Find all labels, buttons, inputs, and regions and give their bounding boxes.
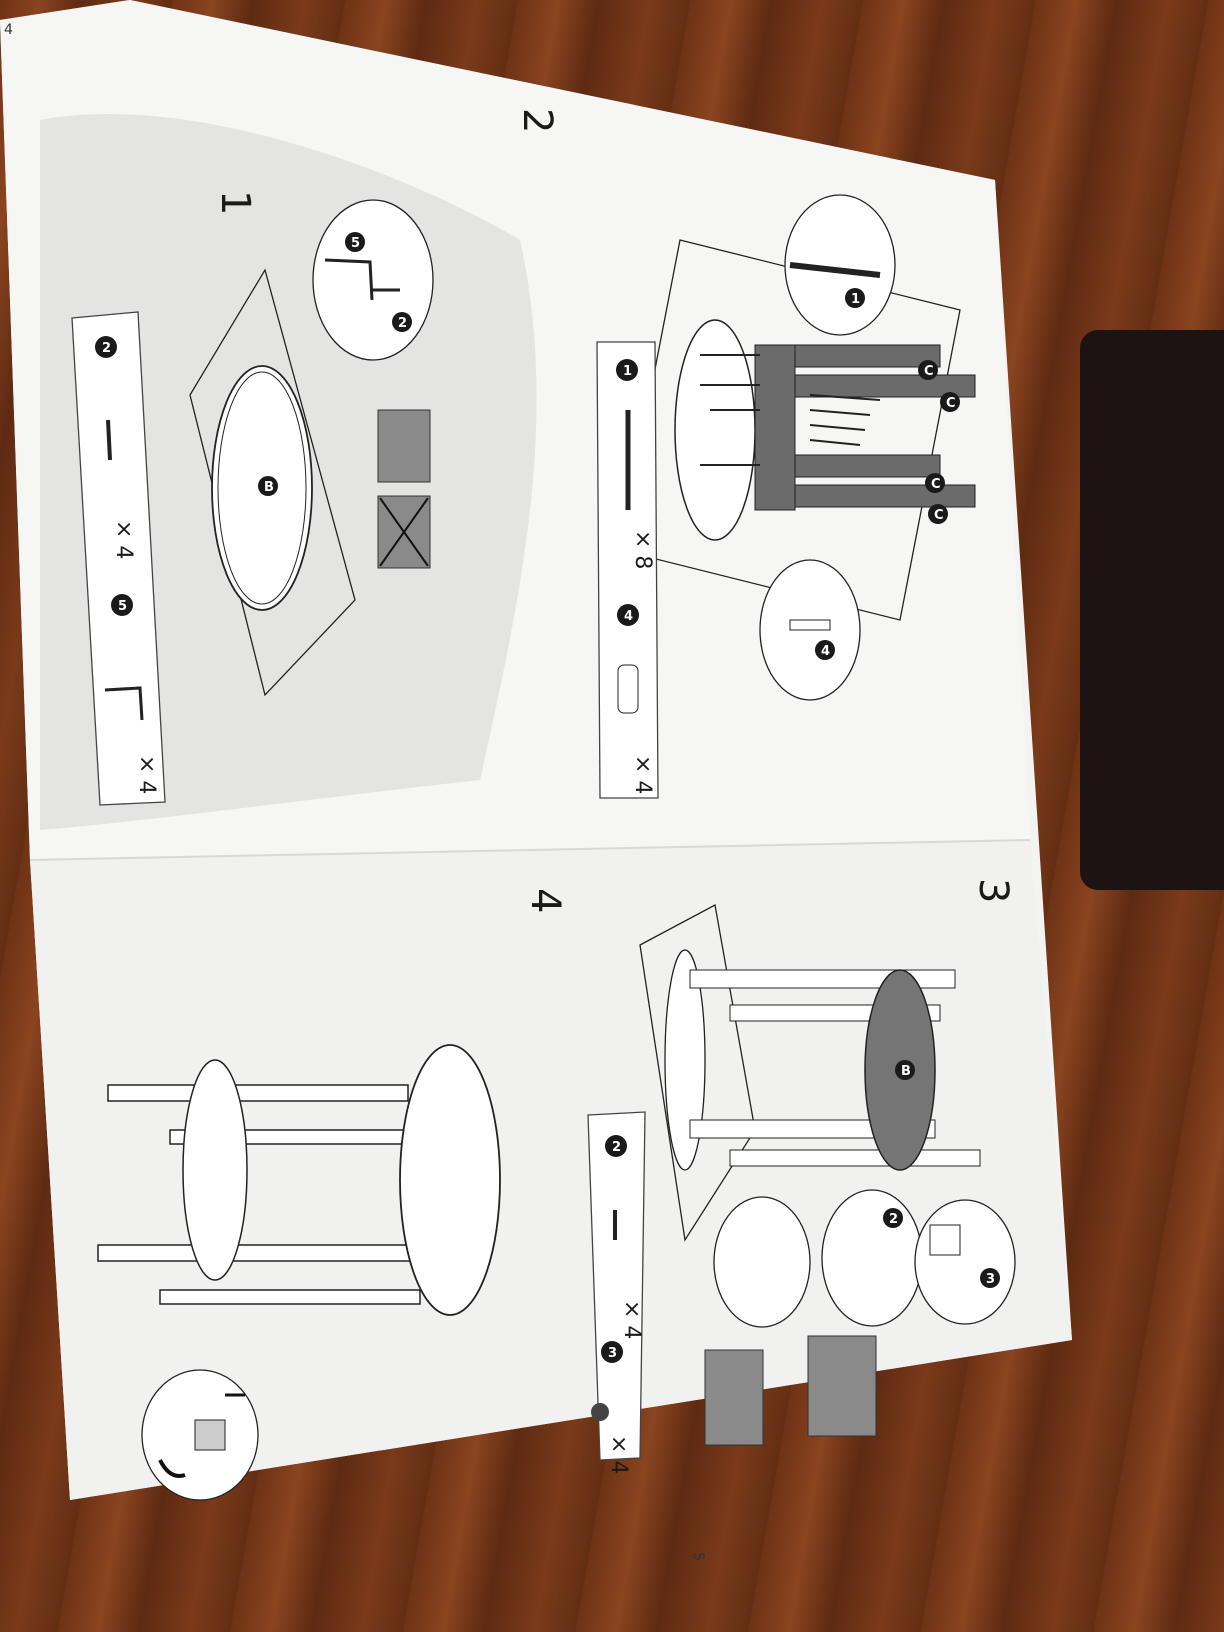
shelf-top [674,319,756,541]
part-badge-text: 2 [102,341,111,356]
badge-text: B [264,480,274,495]
step-number: 2 [514,108,560,133]
leveling-foot-detail [194,1419,226,1451]
parts-box-step-3: 2 × 4 3 × 4 [587,1111,646,1474]
part-count: × 4 [630,755,655,794]
assembled-table [97,1044,501,1316]
bolt-detail [789,262,881,278]
parts-box-step-2: 2 × 4 5 × 4 [71,311,166,806]
step-number: 4 [522,888,568,913]
badge-text: 2 [398,316,407,331]
step-2: 2 B 5 2 2 × 4 5 × 4 [71,108,560,806]
part-badge-text: 3 [608,1346,617,1361]
screwdriver-ok-icon [377,409,431,483]
l-bracket-icon [104,686,144,721]
zoom-bubble-bolt [784,194,896,336]
shelf-top [664,949,706,1171]
leg-end-detail [929,1224,961,1256]
badge-screw [392,312,412,332]
part-count: × 4 [619,1300,644,1339]
part-badge [111,594,133,616]
drill-instruction-icon [704,1349,764,1446]
page-number-left: 4 [4,22,13,38]
badge-shelf [258,476,278,496]
part-badge-text: 1 [623,364,632,379]
screwdriver-ok-icon [807,1335,877,1437]
badge-text: B [901,1064,911,1079]
badge-bracket [345,232,365,252]
leveling-foot-icon [591,1403,609,1421]
part-count: × 4 [134,755,159,794]
legs-group [754,344,976,511]
zoom-bubble-foot [914,1199,1016,1325]
part-badge [601,1341,623,1363]
part-count: × 8 [630,530,655,569]
part-badge [616,359,638,381]
bolt [809,439,861,446]
wood-screw-icon [106,419,112,461]
badge-text: 3 [986,1272,995,1287]
badge-text: C [946,396,956,411]
part-badge-text: 4 [624,609,633,624]
badge-foot [980,1268,1000,1288]
zoom-bubble-bracket [312,199,434,361]
part-badge-text: 5 [118,599,127,614]
badge-text: 2 [889,1212,898,1227]
badge-screw [883,1208,903,1228]
leg-frame [754,344,796,511]
table-top [399,1044,501,1316]
badge-text: 1 [851,292,860,307]
bolt [809,424,866,431]
part-count: × 4 [606,1435,631,1474]
badge-dowel [815,640,835,660]
leg [769,484,976,508]
badge-text: C [924,364,934,379]
bolt [809,394,881,401]
bracket-detail [324,258,374,301]
badge-leg [918,360,938,380]
badge-bolt [845,288,865,308]
zoom-bubble-bracket [713,1196,811,1328]
badge-text: 4 [821,644,830,659]
dark-chair-background [1080,330,1224,890]
badge-text: C [931,477,941,492]
badge-leg [940,392,960,412]
dowel-detail [789,619,831,631]
bolt [809,409,871,416]
badge-text: 5 [351,236,360,251]
step-3: 3 B 2 3 2 × 4 3 [587,878,1016,1474]
step-1: 1 C C C C [212,190,976,799]
step-number: 3 [970,878,1016,903]
parts-box-step-1: 1 × 8 4 × 4 [596,341,659,799]
part-badge [95,336,117,358]
part-count: × 4 [111,520,136,559]
leg [779,344,941,368]
step-4: 4 [97,888,568,1501]
dowel-icon [617,664,639,714]
part-badge [617,604,639,626]
lower-shelf [182,1059,248,1281]
step-number: 1 [212,190,258,215]
badge-text: C [934,508,944,523]
part-badge [605,1135,627,1157]
page-number-right: 5 [690,1552,706,1561]
booklet-spine [29,839,1031,861]
bolts-group [700,354,881,466]
badge-shelf [895,1060,915,1080]
zoom-bubble-screw [821,1189,923,1327]
badge-leg [928,504,948,524]
badge-leg [925,473,945,493]
rotate-arrow-icon [158,1459,186,1478]
part-badge-text: 2 [612,1140,621,1155]
